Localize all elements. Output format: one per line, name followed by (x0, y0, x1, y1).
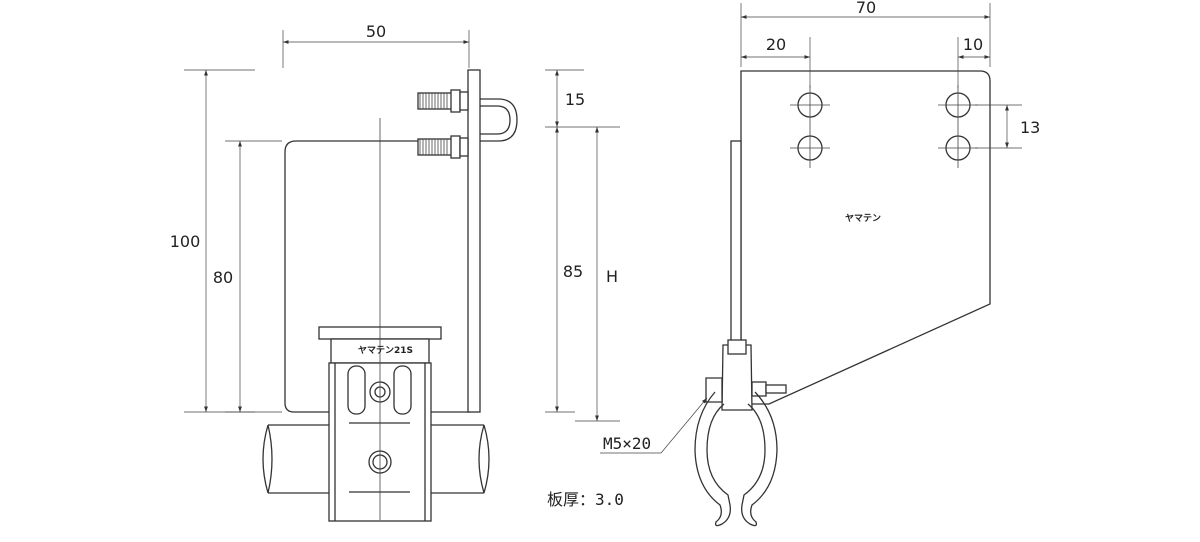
dim-side-hole-pitch: 13 (975, 104, 1040, 149)
front-brand-label: ヤマテン21S (358, 345, 413, 356)
bolt-callout: M5×20 (600, 397, 708, 454)
dim-h-label: H (606, 267, 618, 286)
front-flange (467, 69, 481, 413)
side-brand-label: ヤマテン (845, 213, 881, 224)
dim-front-plate-height-text: 80 (213, 268, 233, 287)
dim-side-right-offset: 10 (957, 35, 990, 88)
side-clamp (694, 339, 787, 527)
side-strip (730, 140, 742, 347)
dim-front-width-text: 50 (366, 22, 386, 41)
u-bolt (480, 98, 518, 142)
front-view: ヤマテン21S 50 100 80 15 (170, 22, 620, 522)
dim-side-left-offset-text: 20 (766, 35, 786, 54)
dim-side-hole-pitch-text: 13 (1020, 118, 1040, 137)
mounting-holes (790, 85, 978, 168)
dim-side-right-offset-text: 10 (963, 35, 983, 54)
dim-front-plate-height: 80 (213, 140, 282, 413)
side-plate (740, 70, 991, 405)
dim-front-total-height: 100 (170, 69, 255, 413)
dim-front-total-height-text: 100 (170, 232, 201, 251)
side-view: ヤマテン M5×20 70 20 (600, 0, 1040, 527)
dim-front-top-offset: 15 (545, 69, 620, 128)
dim-front-width: 50 (282, 22, 470, 68)
dim-front-body-height-text: 85 (563, 262, 583, 281)
bolt-callout-text: M5×20 (603, 434, 651, 453)
dim-front-top-offset-text: 15 (565, 90, 585, 109)
plate-thickness-note: 板厚：3.0 (547, 490, 624, 509)
dim-side-width-text: 70 (856, 0, 876, 17)
lower-bolt (417, 135, 469, 159)
dim-side-left-offset: 20 (741, 35, 811, 88)
dim-front-body-height: 85 H (545, 127, 620, 422)
upper-bolt (417, 89, 469, 113)
dim-side-width: 70 (740, 0, 991, 67)
